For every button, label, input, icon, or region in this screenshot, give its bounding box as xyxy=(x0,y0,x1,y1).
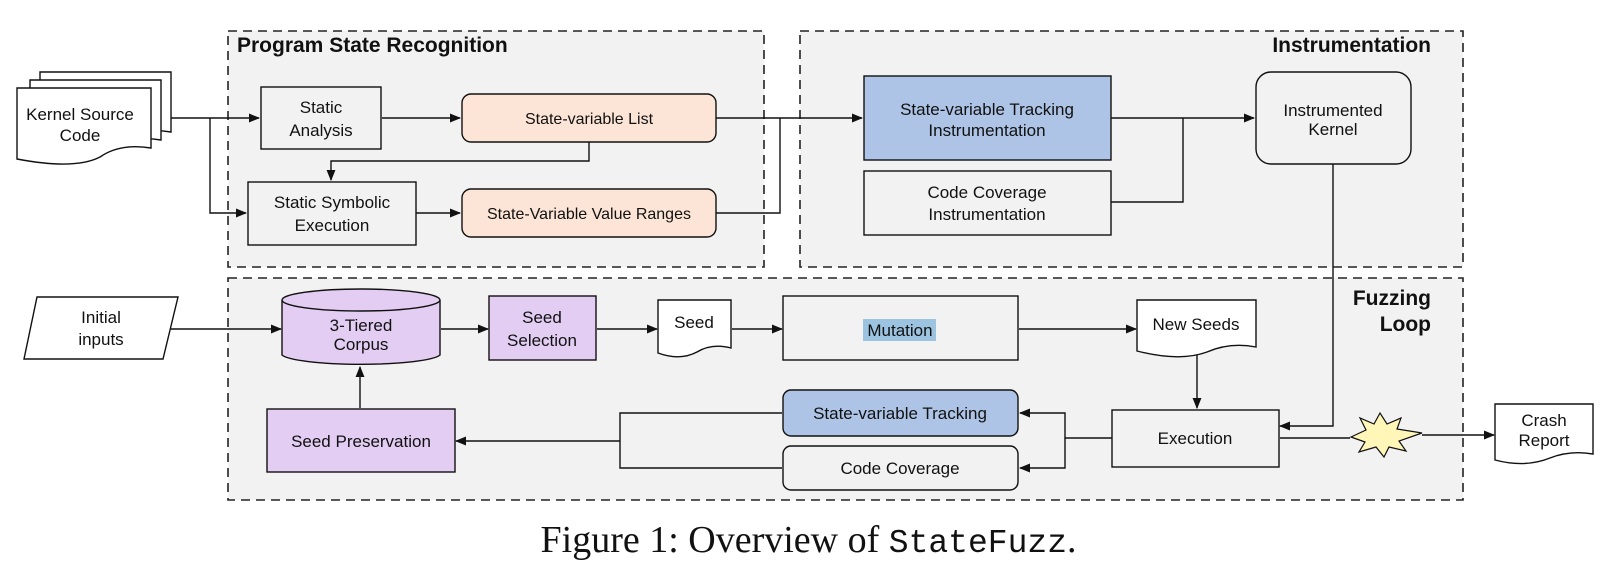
connectors xyxy=(171,113,1496,473)
seed-label: Seed xyxy=(674,313,714,332)
fuzzing-loop-title-line2: Loop xyxy=(1380,313,1431,336)
edge-tracking-to-preservation xyxy=(619,412,782,441)
seed-preservation-label: Seed Preservation xyxy=(291,432,431,451)
static-analysis-node: Static Analysis xyxy=(260,86,382,150)
edge-coverage-instr-to-kernel xyxy=(1111,118,1184,203)
seed-node: Seed xyxy=(657,299,732,358)
new-seeds-node: New Seeds xyxy=(1136,299,1257,358)
crash-report-node: Crash Report xyxy=(1494,403,1594,465)
instrumented-kernel-label-line1: Instrumented xyxy=(1283,101,1382,120)
edge-sv-list-to-symbolic xyxy=(326,142,590,182)
corpus-label-line1: 3-Tiered xyxy=(330,316,393,335)
seed-selection-node: Seed Selection xyxy=(488,295,597,361)
state-variable-list-node: State-variable List xyxy=(461,93,717,143)
program-state-recognition-title: Program State Recognition xyxy=(237,34,508,57)
instrumentation-title: Instrumentation xyxy=(1272,34,1431,57)
initial-inputs-label-line1: Initial xyxy=(81,308,121,327)
coverage-instr-label-line2: Instrumentation xyxy=(928,205,1045,224)
static-analysis-label-line1: Static xyxy=(300,98,343,117)
static-symbolic-label-line2: Execution xyxy=(295,216,370,235)
instrumented-kernel-label-line2: Kernel xyxy=(1308,120,1357,139)
instrumented-kernel-node: Instrumented Kernel xyxy=(1255,71,1412,165)
caption-tool-name: StateFuzz xyxy=(888,525,1067,562)
figure-caption: Figure 1: Overview of StateFuzz. xyxy=(0,518,1617,562)
edge-kernel-to-symbolic-execution xyxy=(209,118,248,218)
initial-inputs-node: Initial inputs xyxy=(23,296,179,360)
edge-value-ranges-to-tracking-instr xyxy=(716,118,781,214)
kernel-source-code-node: Kernel Source Code xyxy=(16,71,172,165)
state-variable-tracking-node: State-variable Tracking xyxy=(782,389,1019,437)
mutation-node: Mutation xyxy=(782,295,1019,361)
new-seeds-label: New Seeds xyxy=(1153,315,1240,334)
seed-selection-label-line2: Selection xyxy=(507,331,577,350)
code-coverage-node: Code Coverage xyxy=(782,445,1019,491)
edge-kernel-to-execution xyxy=(1278,164,1334,431)
edge-coverage-to-preservation xyxy=(619,441,782,469)
crash-report-label-line2: Report xyxy=(1518,431,1569,450)
three-tiered-corpus-node: 3-Tiered Corpus xyxy=(281,288,441,365)
static-symbolic-execution-node: Static Symbolic Execution xyxy=(247,181,417,246)
code-coverage-instrumentation-node: Code Coverage Instrumentation xyxy=(863,170,1112,236)
static-symbolic-label-line1: Static Symbolic xyxy=(274,193,391,212)
state-variable-list-label: State-variable List xyxy=(525,111,654,128)
corpus-label-line2: Corpus xyxy=(334,335,389,354)
code-coverage-label: Code Coverage xyxy=(840,459,959,478)
caption-suffix: . xyxy=(1067,519,1077,561)
state-variable-tracking-label: State-variable Tracking xyxy=(813,404,987,423)
initial-inputs-label-line2: inputs xyxy=(78,330,123,349)
kernel-source-label-line2: Code xyxy=(60,126,101,145)
state-variable-value-ranges-node: State-Variable Value Ranges xyxy=(461,188,717,238)
seed-selection-label-line1: Seed xyxy=(522,308,562,327)
kernel-source-label-line1: Kernel Source xyxy=(26,105,134,124)
fuzzing-loop-title-line1: Fuzzing xyxy=(1353,287,1431,310)
seed-preservation-node: Seed Preservation xyxy=(266,408,456,473)
edge-execution-to-coverage xyxy=(1018,438,1066,473)
static-analysis-label-line2: Analysis xyxy=(289,121,352,140)
state-variable-tracking-instrumentation-node: State-variable Tracking Instrumentation xyxy=(863,75,1112,161)
execution-label: Execution xyxy=(1158,429,1233,448)
crash-explosion-icon xyxy=(1349,411,1423,459)
mutation-label: Mutation xyxy=(867,321,932,340)
execution-node: Execution xyxy=(1111,409,1280,468)
tracking-instr-label-line1: State-variable Tracking xyxy=(900,100,1074,119)
caption-prefix: Figure 1: Overview of xyxy=(540,519,889,561)
tracking-instr-label-line2: Instrumentation xyxy=(928,121,1045,140)
mutation-highlight xyxy=(863,319,936,341)
edge-execution-to-feedback xyxy=(1018,408,1112,439)
crash-report-label-line1: Crash xyxy=(1521,411,1566,430)
value-ranges-label: State-Variable Value Ranges xyxy=(487,206,691,223)
coverage-instr-label-line1: Code Coverage xyxy=(927,183,1046,202)
